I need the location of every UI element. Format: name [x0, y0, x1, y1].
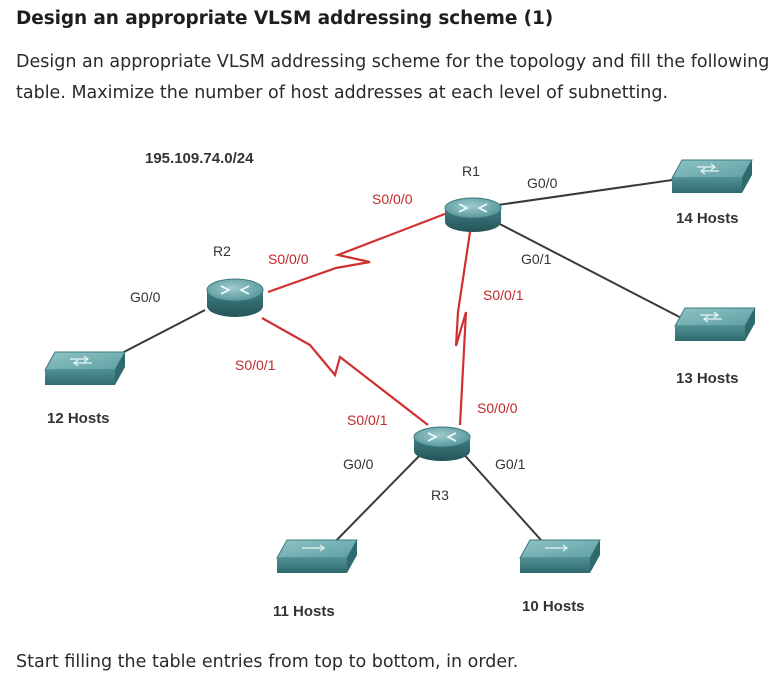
router-r1-icon — [444, 197, 502, 232]
link-r1-g01 — [491, 219, 696, 326]
router-r1-name: R1 — [462, 163, 480, 179]
instructions-text: Design an appropriate VLSM addressing sc… — [16, 52, 770, 103]
footer-text: Start filling the table entries from top… — [16, 652, 519, 672]
serial-r2-r3 — [261, 317, 429, 426]
switch-r2-g00 — [44, 351, 126, 385]
serial-r1-r3 — [454, 231, 472, 426]
router-r3-name: R3 — [431, 487, 449, 503]
switch-r1-g00 — [671, 159, 753, 193]
switch-r3-g00 — [276, 539, 358, 573]
network-address-label: 195.109.74.0/24 — [145, 150, 254, 167]
switch-r1-g01 — [674, 307, 756, 341]
serial-r1-r2 — [267, 210, 451, 294]
ethernet-links — [92, 177, 696, 553]
r1-s000-label: S0/0/0 — [372, 191, 413, 207]
r2-g00-label: G0/0 — [130, 289, 161, 305]
lan-r3-g01-hosts: 10 Hosts — [522, 598, 585, 615]
lan-r1-g01-hosts: 13 Hosts — [676, 370, 739, 387]
router-r2-name: R2 — [213, 243, 231, 259]
r3-s000-label: S0/0/0 — [477, 400, 518, 416]
switch-r3-g01 — [519, 539, 601, 573]
router-r2-icon — [206, 278, 264, 317]
r1-g00-label: G0/0 — [527, 175, 558, 191]
r2-s000-label: S0/0/0 — [268, 251, 309, 267]
r1-g01-label: G0/1 — [521, 251, 552, 267]
router-r3-icon — [413, 426, 471, 461]
r1-s001-label: S0/0/1 — [483, 287, 524, 303]
r3-g01-label: G0/1 — [495, 456, 526, 472]
link-r1-g00 — [497, 177, 687, 206]
page-title: Design an appropriate VLSM addressing sc… — [16, 8, 554, 29]
r3-s001-label: S0/0/1 — [347, 412, 388, 428]
link-r3-g00 — [324, 449, 426, 553]
r2-s001-label: S0/0/1 — [235, 357, 276, 373]
serial-links — [261, 210, 472, 426]
lan-r3-g00-hosts: 11 Hosts — [273, 603, 335, 620]
lan-r2-g00-hosts: 12 Hosts — [47, 410, 110, 427]
lan-r1-g00-hosts: 14 Hosts — [676, 210, 739, 227]
r3-g00-label: G0/0 — [343, 456, 374, 472]
link-r3-g01 — [459, 449, 551, 551]
